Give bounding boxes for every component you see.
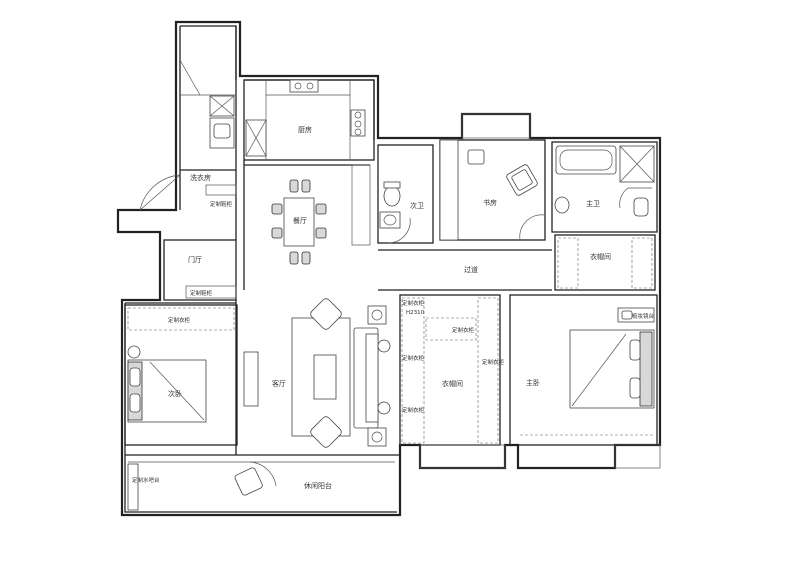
label-wardrobe-second: 定制衣柜 xyxy=(168,316,191,324)
side-table-bottom xyxy=(367,427,387,447)
label-kitchen: 厨房 xyxy=(298,125,312,134)
label-master-bedroom: 主卧 xyxy=(526,378,540,387)
guest-toilet xyxy=(383,185,401,207)
master-basin xyxy=(554,196,570,214)
corridor-area: 过道 xyxy=(378,249,552,291)
dining-table xyxy=(283,197,315,247)
label-laundry: 洗衣房 xyxy=(190,173,211,182)
label-shoe-cabinet: 定制鞋柜 xyxy=(210,200,233,208)
second-bedroom-area: 定制衣柜 次卧 xyxy=(124,304,238,446)
study-area: 书房 xyxy=(439,139,546,241)
doors-windows xyxy=(387,113,661,469)
side-table-top xyxy=(367,305,387,325)
label-master-closet: 衣帽间 xyxy=(590,252,611,261)
guest-basin xyxy=(379,211,401,229)
dining-area: 餐厅 xyxy=(243,160,371,290)
foyer-area: 定制鞋柜 门厅 xyxy=(163,239,237,301)
balcony-area: 定制水吧台 休闲阳台 xyxy=(125,454,400,511)
guest-bath-area: 次卫 xyxy=(377,144,434,244)
label-master-bath: 主卫 xyxy=(586,199,600,208)
water-bar xyxy=(127,463,139,511)
armchair-top xyxy=(310,298,342,330)
label-living: 客厅 xyxy=(272,379,286,388)
master-toilet xyxy=(633,197,649,217)
label-wardrobe-code: H2310 xyxy=(406,310,425,316)
kitchen-area: 厨房 xyxy=(243,79,375,161)
label-corridor: 过道 xyxy=(464,265,478,274)
label-wardrobe-corridor: 定制衣柜 xyxy=(402,299,425,307)
label-second-bedroom: 次卧 xyxy=(168,389,182,398)
master-closet-area: 衣帽间 xyxy=(554,234,656,291)
second-nightstand xyxy=(127,345,141,359)
tv-cabinet xyxy=(243,351,259,407)
master-bath-area: 主卫 xyxy=(551,141,658,233)
label-closet: 衣帽间 xyxy=(442,379,463,388)
laundry-area: 定制鞋柜 洗衣房 xyxy=(139,26,237,240)
label-wardrobe-closet-c: 定制衣柜 xyxy=(402,406,425,414)
label-wardrobe-closet-b: 定制衣柜 xyxy=(402,354,425,362)
stove xyxy=(350,109,366,137)
bathtub xyxy=(555,145,617,175)
closet-area: 定制衣柜 H2310 定制衣柜 定制衣柜 定制衣柜 定制衣柜 衣帽间 xyxy=(399,294,505,446)
label-guest-bath: 次卫 xyxy=(410,201,424,210)
label-vanity: 梳妆镜台 xyxy=(632,312,655,320)
label-wardrobe-closet-d: 定制衣柜 xyxy=(482,358,505,366)
label-foyer-shoe: 定制鞋柜 xyxy=(190,289,213,297)
living-area: 客厅 xyxy=(235,298,391,455)
study-chair-top xyxy=(467,149,485,165)
label-dining: 餐厅 xyxy=(293,216,307,225)
label-study: 书房 xyxy=(483,198,497,207)
label-balcony: 休闲阳台 xyxy=(304,481,332,490)
laundry-sink xyxy=(213,123,231,139)
balcony-chair xyxy=(234,467,263,496)
master-bedroom-area: 梳妆镜台 主卧 xyxy=(509,294,658,446)
label-water-bar: 定制水吧台 xyxy=(132,476,160,484)
kitchen-sink xyxy=(289,79,319,93)
label-foyer: 门厅 xyxy=(188,255,202,264)
coffee-table xyxy=(313,354,337,400)
outer-walls xyxy=(116,20,662,517)
label-wardrobe-closet-a: 定制衣柜 xyxy=(452,326,475,334)
armchair-bottom xyxy=(310,416,342,448)
